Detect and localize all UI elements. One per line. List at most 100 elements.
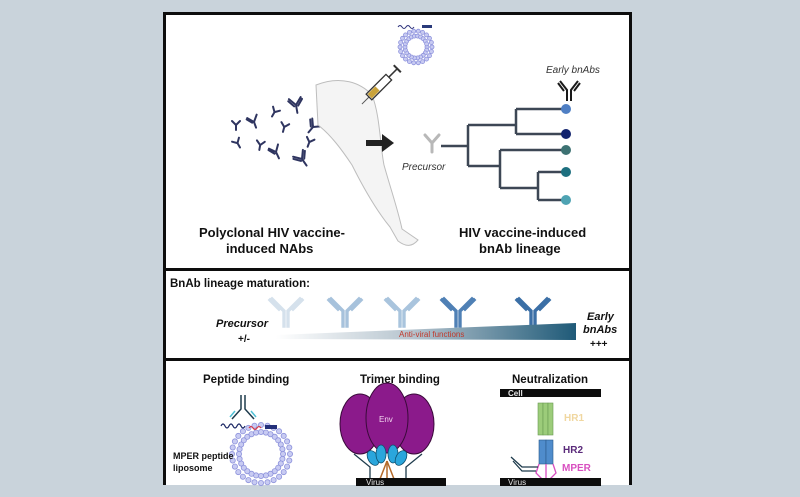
peptide-binding-title: Peptide binding (203, 374, 289, 386)
lineage-leaf-node (561, 195, 571, 205)
cell-label: Cell (508, 389, 523, 398)
lipid-head (258, 472, 264, 479)
lipid-head (398, 49, 404, 54)
antibody-icon (353, 453, 423, 479)
virus-membrane (356, 478, 446, 486)
lineage-leaf-node (561, 167, 571, 177)
trimer-binding-title: Trimer binding (360, 374, 440, 386)
lipid-head (429, 44, 435, 50)
lipid-head (424, 41, 430, 47)
lipid-head (248, 470, 255, 477)
lipid-head (280, 469, 287, 476)
lipid-head (427, 53, 432, 59)
lipid-head (415, 60, 421, 66)
precursor-label: Precursor (216, 318, 269, 330)
maturation-antibody-icon (326, 296, 364, 328)
lipid-head (424, 32, 429, 38)
lipid-head (239, 473, 246, 480)
liposome-icon (220, 421, 293, 486)
lipid-head (245, 477, 252, 484)
lipid-head (279, 446, 286, 453)
antibody-icon (510, 456, 538, 472)
early-bnab-antibody-icon (557, 80, 581, 101)
lipid-head (258, 428, 264, 435)
lipid-head (240, 464, 247, 471)
panel-functional-assays: Peptide binding MPER peptide liposome Tr… (166, 358, 629, 487)
hr2-label: HR2 (563, 445, 583, 456)
lipid-head (267, 431, 274, 438)
neutralization-title: Neutralization (512, 374, 588, 386)
lipid-head (286, 451, 293, 457)
lipid-head (271, 433, 278, 440)
lipid-head (428, 40, 434, 45)
lipid-head (262, 472, 269, 479)
lipid-head (229, 444, 236, 451)
lipid-head (415, 28, 421, 34)
lipid-head (275, 437, 282, 444)
lipid-head (258, 479, 264, 486)
lipid-head (400, 53, 405, 59)
hr1-helices (537, 402, 554, 436)
gp41-domains (366, 444, 408, 466)
panel-vaccine-induction: Precursor Early b (166, 15, 629, 262)
maturation-antibody-icon (383, 296, 421, 328)
lipid-head (411, 28, 417, 34)
precursor-score: +/- (238, 334, 250, 345)
lipid-head (270, 477, 277, 484)
lipid-head (403, 56, 408, 62)
lipid-head (239, 428, 246, 435)
neutralization-section: Neutralization Cell Virus HR1 (500, 374, 601, 487)
lipid-head (231, 438, 238, 445)
anti-viral-gradient-wedge (276, 323, 576, 340)
early-score: +++ (590, 339, 608, 350)
lipid-head (253, 429, 260, 436)
right-caption-line2: bnAb lineage (479, 241, 561, 256)
early-bnabs-label: Early bnAbs (546, 65, 600, 76)
env-label: Env (379, 415, 393, 424)
hr1-label: HR1 (564, 413, 584, 424)
lineage-leaf-node (561, 104, 571, 114)
lipid-head (286, 444, 293, 451)
lipid-head (403, 32, 408, 38)
antibody-icon (255, 139, 266, 151)
antibody-icon (280, 121, 291, 133)
virus-label: Virus (508, 478, 526, 487)
assays-illustration: Peptide binding MPER peptide liposome Tr… (173, 374, 601, 487)
lipid-head (271, 468, 278, 475)
lipid-head (275, 464, 282, 471)
peptide-caption-line2: liposome (173, 463, 213, 473)
virus-membrane (500, 478, 601, 486)
mper-label: MPER (562, 463, 592, 474)
antibody-icon (287, 96, 304, 114)
lipid-head (235, 469, 242, 476)
lipid-head (244, 468, 251, 475)
lipid-head (240, 437, 247, 444)
lipid-head (279, 451, 286, 457)
lipid-head (397, 44, 403, 50)
peptide-binding-section: Peptide binding MPER peptide liposome (173, 374, 293, 486)
panel-lineage-maturation: BnAb lineage maturation: Anti-viral func… (166, 268, 629, 355)
lipid-head (235, 432, 242, 439)
antibody-icon (307, 117, 323, 134)
lipid-head (276, 473, 283, 480)
lipid-head (238, 441, 245, 448)
maturation-antibody-icon (439, 296, 477, 328)
maturation-illustration: BnAb lineage maturation: Anti-viral func… (170, 278, 617, 350)
antibody-icon (305, 135, 316, 148)
lipid-head (251, 479, 258, 486)
peptide-caption-line1: MPER peptide (173, 451, 234, 461)
lipid-head (427, 35, 432, 41)
early-label-line2: bnAbs (583, 324, 617, 336)
lipid-head (251, 422, 258, 429)
polyclonal-antibodies (231, 96, 323, 167)
left-caption-line1: Polyclonal HIV vaccine- (199, 225, 345, 240)
lipid-head (420, 29, 425, 35)
maturation-antibody-icon (514, 296, 552, 328)
lipid-head (277, 460, 284, 467)
lipid-head (398, 40, 404, 45)
antibody-icon (229, 395, 257, 420)
gradient-label: Anti-viral functions (399, 330, 464, 339)
lineage-leaf-node (561, 129, 571, 139)
lipid-head (284, 463, 291, 470)
lipid-head (229, 457, 236, 464)
